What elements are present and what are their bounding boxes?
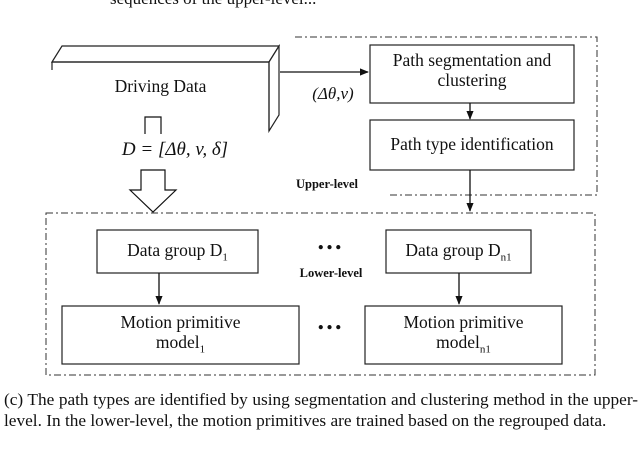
ellipsis-lower: … — [316, 306, 344, 335]
data-group-left-box — [96, 229, 259, 274]
motion-model-right-box — [364, 305, 563, 365]
path-segmentation-text: Path segmentation and clustering — [392, 50, 552, 91]
motion-model-left-box — [61, 305, 300, 365]
ellipsis-upper: … — [316, 226, 344, 255]
lower-level-region — [45, 212, 596, 376]
input-variables-label: (Δθ,v) — [312, 84, 354, 103]
data-group-right-box — [385, 229, 532, 274]
figure-caption: (c) The path types are identified by usi… — [4, 390, 638, 430]
data-group-left-text: Data group D1 — [127, 240, 228, 264]
path-segmentation-box — [369, 44, 575, 104]
upper-level-label: Upper-level — [296, 177, 359, 191]
upper-level-region — [295, 36, 598, 196]
motion-model-right-text: Motion primitive modeln1 — [403, 312, 524, 356]
data-group-right-text: Data group Dn1 — [405, 240, 512, 264]
lower-level-label: Lower-level — [299, 266, 363, 280]
path-type-identification-text: Path type identification — [390, 134, 554, 154]
driving-data-slab — [50, 43, 281, 134]
bracket-connector — [144, 116, 162, 134]
top-caption-fragment: sequences of the upper-level... — [0, 0, 640, 20]
data-formula: D = [Δθ, v, δ] — [121, 139, 229, 160]
motion-model-left-text: Motion primitive model1 — [120, 312, 241, 356]
big-hollow-down-arrow — [128, 169, 178, 213]
flow-diagram — [45, 36, 598, 376]
path-type-identification-box — [369, 119, 575, 171]
driving-data-label: Driving Data — [114, 76, 207, 96]
